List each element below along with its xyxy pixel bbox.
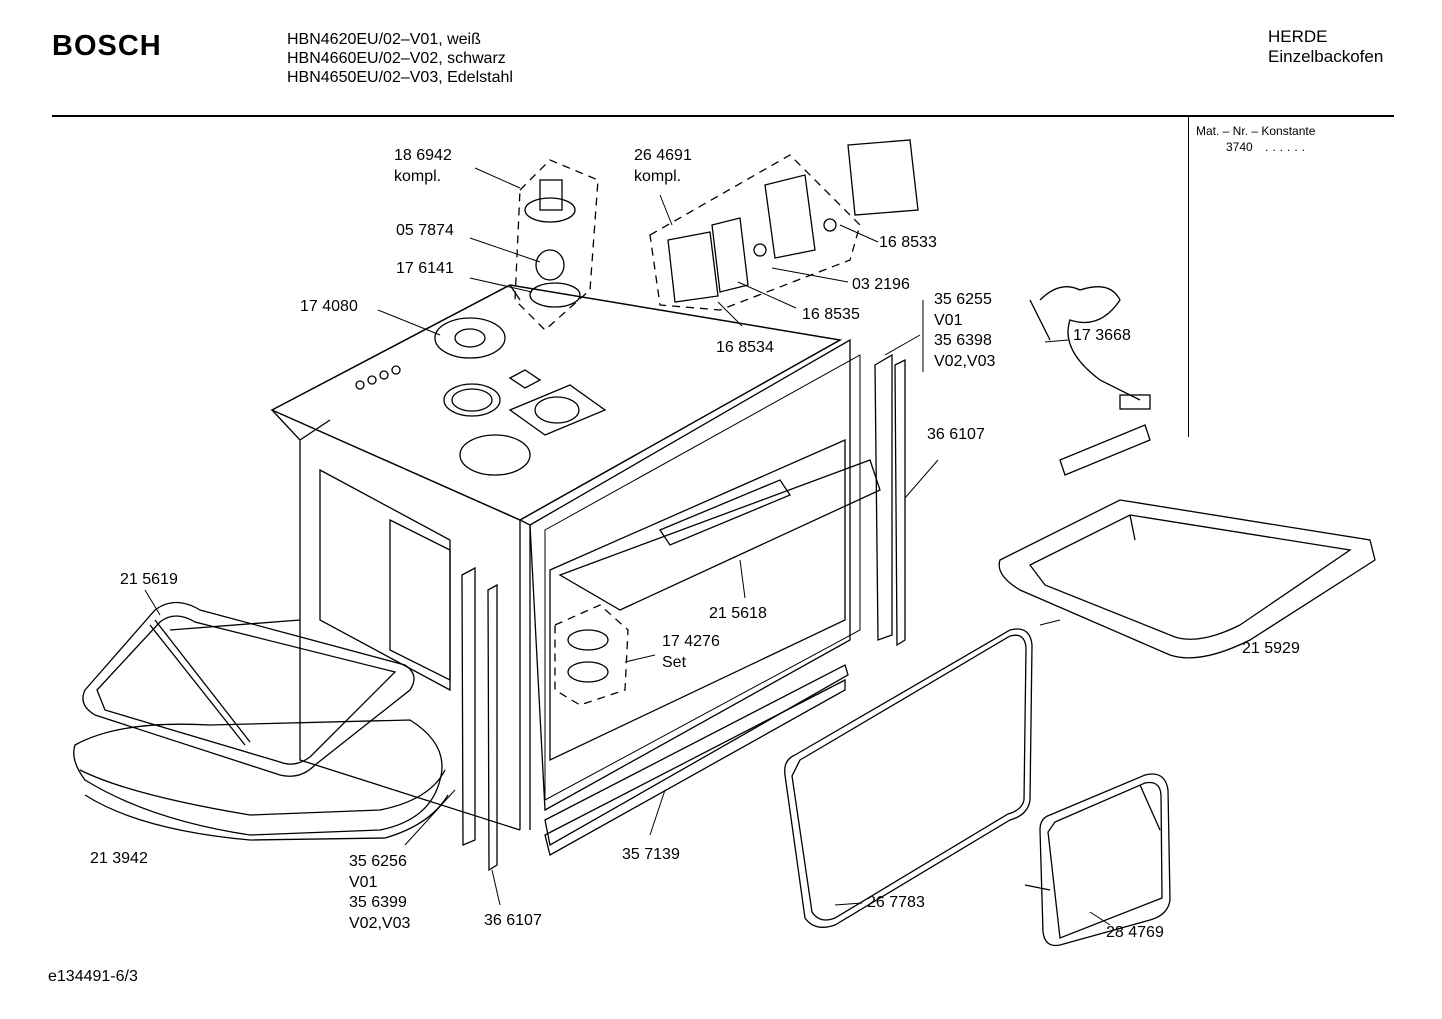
part-variant: V02,V03 [349,914,411,932]
part-label-174276: 17 4276 Set [662,632,720,673]
part-number: 03 2196 [852,276,910,293]
model-line: HBN4660EU/02–V02, schwarz [287,50,506,67]
part-label-264691: 26 4691 kompl. [634,146,692,187]
material-box-divider [1188,117,1189,437]
part-number: 36 6107 [927,426,985,443]
part-number: 17 4276 [662,633,720,650]
part-label-357139: 35 7139 [622,845,680,866]
part-label-176141: 17 6141 [396,259,454,280]
bottom-trim [544,664,849,856]
part-note: kompl. [634,167,682,185]
part-variant: V02,V03 [934,352,996,370]
part-number: 26 7783 [867,894,925,911]
part-label-213942: 21 3942 [90,849,148,870]
part-note: kompl. [394,167,442,185]
part-number: 16 8533 [879,234,937,251]
part-number: 16 8534 [716,339,774,356]
brand-logo: BOSCH [52,30,162,62]
category-line: HERDE [1268,27,1328,46]
material-number-label: Mat. – Nr. – Konstante [1196,124,1316,138]
part-label-168534: 16 8534 [716,338,774,359]
part-number: 35 7139 [622,846,680,863]
part-number: 36 6107 [484,912,542,929]
model-list: HBN4620EU/02–V01, weiß HBN4660EU/02–V02,… [287,30,513,87]
part-variant: V01 [934,311,963,329]
door-seal [784,628,1033,928]
part-label-215618: 21 5618 [709,604,767,625]
thermostat-assembly [434,159,599,359]
part-label-168535: 16 8535 [802,305,860,326]
part-number: 35 6398 [934,332,992,349]
insulation-blanket [73,719,449,841]
part-label-174080: 17 4080 [300,297,358,318]
part-number: 17 3668 [1073,327,1131,344]
part-label-215929: 21 5929 [1242,639,1300,660]
part-label-057874: 05 7874 [396,221,454,242]
part-label-267783: 26 7783 [867,893,925,914]
part-label-366107-right: 36 6107 [927,425,985,446]
material-number-value: 3740 [1226,140,1253,154]
part-label-032196: 03 2196 [852,275,910,296]
part-number: 17 6141 [396,260,454,277]
part-label-173668: 17 3668 [1073,326,1131,347]
circular-heating-element [82,601,415,777]
part-label-215619: 21 5619 [120,570,178,591]
part-variant: V01 [349,873,378,891]
part-label-356256: 35 6256 V01 35 6399 V02,V03 [349,852,410,934]
part-number: 05 7874 [396,222,454,239]
lamp-cover [554,604,629,706]
part-number: 35 6255 [934,291,992,308]
part-number: 26 4691 [634,147,692,164]
header-divider [52,115,1394,117]
part-number: 35 6399 [349,894,407,911]
document-id: e134491-6/3 [48,968,138,985]
category-subline: Einzelbackofen [1268,47,1384,66]
appliance-category: HERDE Einzelbackofen [1268,27,1383,67]
part-number: 28 4769 [1106,924,1164,941]
lamp-assembly [649,139,919,311]
material-number-dots: ...... [1265,140,1310,154]
top-heating-element [998,286,1376,659]
part-note: Set [662,653,687,671]
part-number: 21 5929 [1242,640,1300,657]
part-label-186942: 18 6942 kompl. [394,146,452,187]
part-label-356255: 35 6255 V01 35 6398 V02,V03 [934,290,995,372]
part-number: 18 6942 [394,147,452,164]
part-number: 21 3942 [90,850,148,867]
model-line: HBN4620EU/02–V01, weiß [287,31,481,48]
oven-body [270,284,881,831]
part-number: 21 5619 [120,571,178,588]
model-line: HBN4650EU/02–V03, Edelstahl [287,69,513,86]
part-label-168533: 16 8533 [879,233,937,254]
side-rails [461,353,906,872]
grill-element [1024,773,1171,947]
part-number: 35 6256 [349,853,407,870]
part-label-284769: 28 4769 [1106,923,1164,944]
part-label-366107-bottom: 36 6107 [484,911,542,932]
part-number: 17 4080 [300,298,358,315]
part-number: 21 5618 [709,605,767,622]
part-number: 16 8535 [802,306,860,323]
leader-lines [144,167,1111,926]
